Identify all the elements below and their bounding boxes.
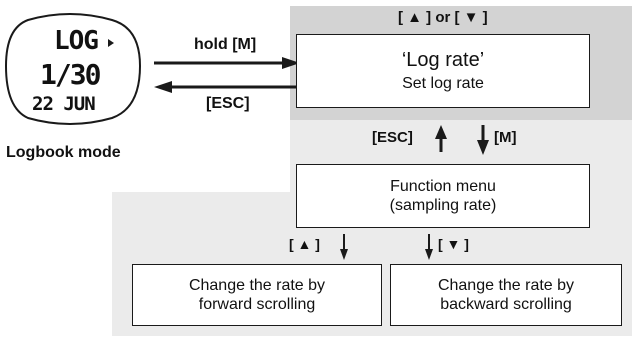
backward-scroll-box: Change the rate by backward scrolling — [390, 264, 622, 326]
esc-up-arrowhead-icon — [435, 125, 447, 139]
hold-m-arrowhead-icon — [282, 57, 300, 69]
log-rate-title: ‘Log rate’ — [401, 49, 485, 72]
up-branch-arrowhead-icon — [340, 249, 348, 260]
function-menu-line-1: Function menu — [390, 177, 496, 195]
down-branch-label: [ ▼ ] — [438, 236, 469, 252]
esc-arrowhead-icon — [154, 81, 172, 93]
device-line-1: LOG — [54, 26, 99, 56]
esc-label: [ESC] — [206, 95, 250, 112]
function-menu-line-2: (sampling rate) — [389, 197, 497, 214]
backward-line-1: Change the rate by — [437, 276, 575, 294]
forward-line-2: forward scrolling — [198, 296, 316, 313]
down-branch-arrowhead-icon — [425, 249, 433, 260]
up-branch-label: [ ▲ ] — [289, 236, 320, 252]
log-rate-header: [ ▲ ] or [ ▼ ] — [398, 9, 488, 26]
device-line-3: 22 JUN — [32, 93, 96, 115]
esc-nav-label: [ESC] — [372, 129, 413, 146]
device-arrow-icon — [108, 39, 114, 47]
device-caption: Logbook mode — [6, 144, 121, 161]
function-menu-box: Function menu (sampling rate) — [296, 164, 590, 228]
log-rate-subtitle: Set log rate — [402, 75, 484, 93]
forward-scroll-box: Change the rate by forward scrolling — [132, 264, 382, 326]
m-nav-label: [M] — [494, 129, 517, 146]
forward-line-1: Change the rate by — [188, 276, 326, 294]
log-rate-box: ‘Log rate’ Set log rate — [296, 34, 590, 108]
m-down-arrowhead-icon — [477, 140, 489, 155]
device-line-2: 1/30 — [40, 58, 101, 91]
backward-line-2: backward scrolling — [440, 296, 572, 313]
device-outline — [4, 13, 142, 125]
hold-m-label: hold [M] — [194, 36, 257, 53]
